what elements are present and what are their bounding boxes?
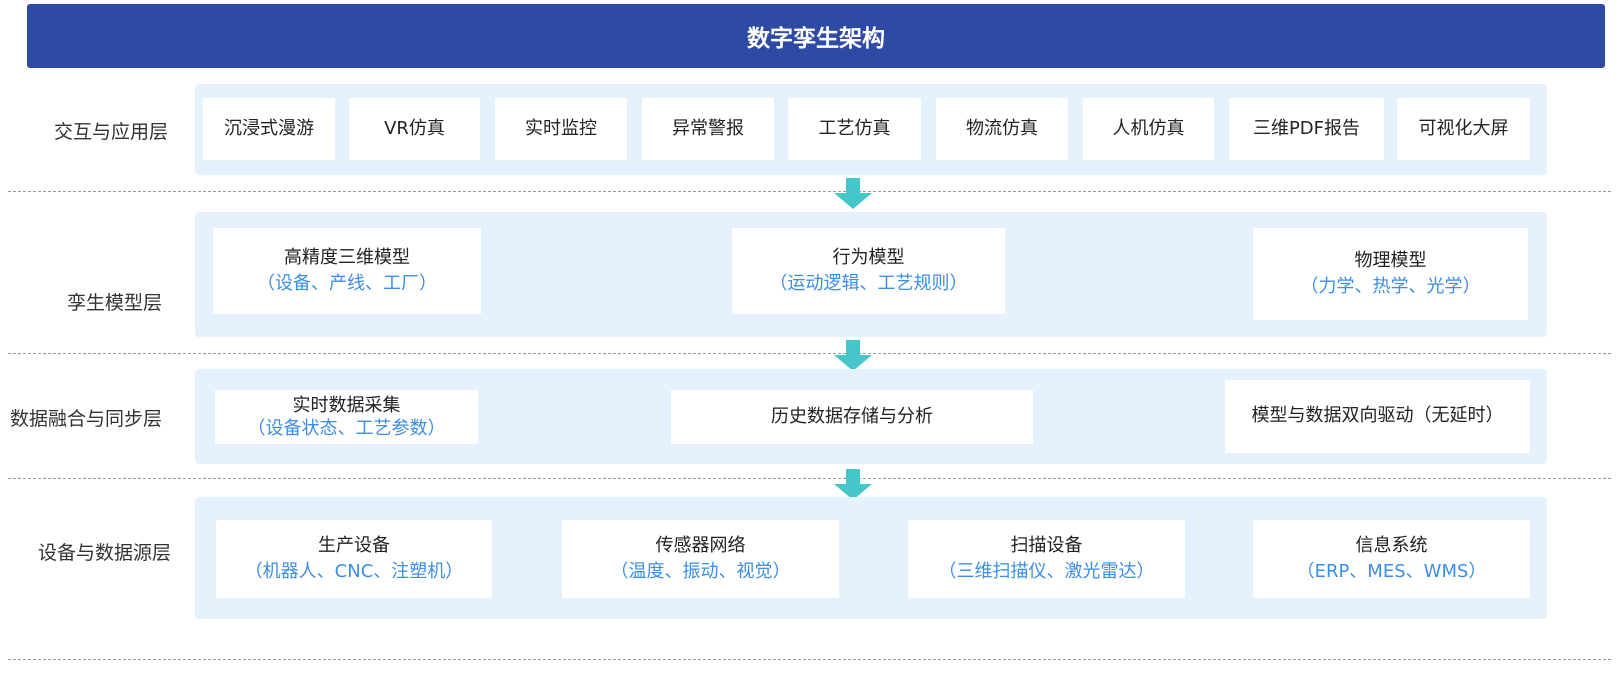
model-title: 高精度三维模型: [284, 246, 410, 268]
source-title: 生产设备: [318, 534, 390, 556]
layer-divider: [8, 659, 1611, 660]
app-item-vr-simulation: VR仿真: [349, 98, 480, 160]
app-item-label: VR仿真: [384, 117, 445, 139]
data-box-realtime-collection: 实时数据采集 （设备状态、工艺参数）: [215, 390, 478, 444]
app-item-label: 实时监控: [525, 117, 597, 139]
layer-divider: [8, 478, 1611, 479]
app-item-logistics-simulation: 物流仿真: [936, 98, 1068, 160]
app-item-label: 人机仿真: [1112, 117, 1185, 139]
source-subtitle: （三维扫描仪、激光雷达）: [938, 561, 1155, 582]
layer-divider: [8, 191, 1611, 192]
layer-label-data-fusion: 数据融合与同步层: [10, 408, 163, 430]
data-box-bidirectional-drive: 模型与数据双向驱动（无延时）: [1225, 380, 1530, 453]
source-subtitle: （ERP、MES、WMS）: [1296, 561, 1487, 582]
layer-divider: [8, 353, 1611, 354]
layer-label-device-source: 设备与数据源层: [38, 542, 172, 564]
model-title: 行为模型: [832, 246, 905, 268]
model-subtitle: （运动逻辑、工艺规则）: [769, 273, 968, 294]
app-item-label: 三维PDF报告: [1252, 117, 1361, 139]
model-box-high-precision-3d: 高精度三维模型 （设备、产线、工厂）: [213, 228, 481, 314]
model-title: 物理模型: [1354, 249, 1427, 271]
app-item-visual-big-screen: 可视化大屏: [1397, 98, 1530, 160]
app-item-process-simulation: 工艺仿真: [788, 98, 921, 160]
app-item-anomaly-alarm: 异常警报: [642, 98, 774, 160]
model-subtitle: （力学、热学、光学）: [1300, 276, 1481, 297]
layer-label-twin-model: 孪生模型层: [67, 292, 163, 314]
data-box-history-analysis: 历史数据存储与分析: [671, 390, 1033, 444]
source-title: 传感器网络: [655, 534, 746, 556]
source-subtitle: （机器人、CNC、注塑机）: [244, 561, 464, 582]
app-item-3d-pdf-report: 三维PDF报告: [1229, 98, 1384, 160]
source-box-sensor-network: 传感器网络 （温度、振动、视觉）: [562, 520, 839, 598]
app-item-label: 可视化大屏: [1418, 117, 1509, 139]
app-item-immersive-roaming: 沉浸式漫游: [203, 98, 335, 160]
layer-label-interaction: 交互与应用层: [54, 121, 169, 143]
down-arrow-icon: [834, 340, 872, 371]
app-item-label: 沉浸式漫游: [224, 117, 314, 139]
data-title: 实时数据采集: [292, 394, 401, 416]
data-subtitle: （设备状态、工艺参数）: [247, 418, 446, 439]
diagram-title: 数字孪生架构: [27, 4, 1605, 68]
source-box-production-equipment: 生产设备 （机器人、CNC、注塑机）: [216, 520, 492, 598]
down-arrow-icon: [834, 469, 872, 500]
source-title: 扫描设备: [1010, 534, 1083, 556]
down-arrow-icon: [834, 178, 872, 209]
data-title: 模型与数据双向驱动（无延时）: [1251, 405, 1504, 427]
data-title: 历史数据存储与分析: [771, 405, 933, 427]
app-item-label: 工艺仿真: [818, 117, 891, 139]
app-item-realtime-monitoring: 实时监控: [495, 98, 627, 160]
model-box-physical: 物理模型 （力学、热学、光学）: [1253, 228, 1528, 320]
source-subtitle: （温度、振动、视觉）: [610, 561, 791, 582]
app-item-label: 异常警报: [672, 117, 744, 139]
source-box-scanning-equipment: 扫描设备 （三维扫描仪、激光雷达）: [908, 520, 1185, 598]
app-item-label: 物流仿真: [966, 117, 1038, 139]
app-item-human-machine-simulation: 人机仿真: [1083, 98, 1214, 160]
source-box-information-system: 信息系统 （ERP、MES、WMS）: [1253, 520, 1530, 598]
source-title: 信息系统: [1355, 534, 1428, 556]
model-subtitle: （设备、产线、工厂）: [257, 273, 437, 294]
model-box-behavior: 行为模型 （运动逻辑、工艺规则）: [732, 228, 1005, 314]
